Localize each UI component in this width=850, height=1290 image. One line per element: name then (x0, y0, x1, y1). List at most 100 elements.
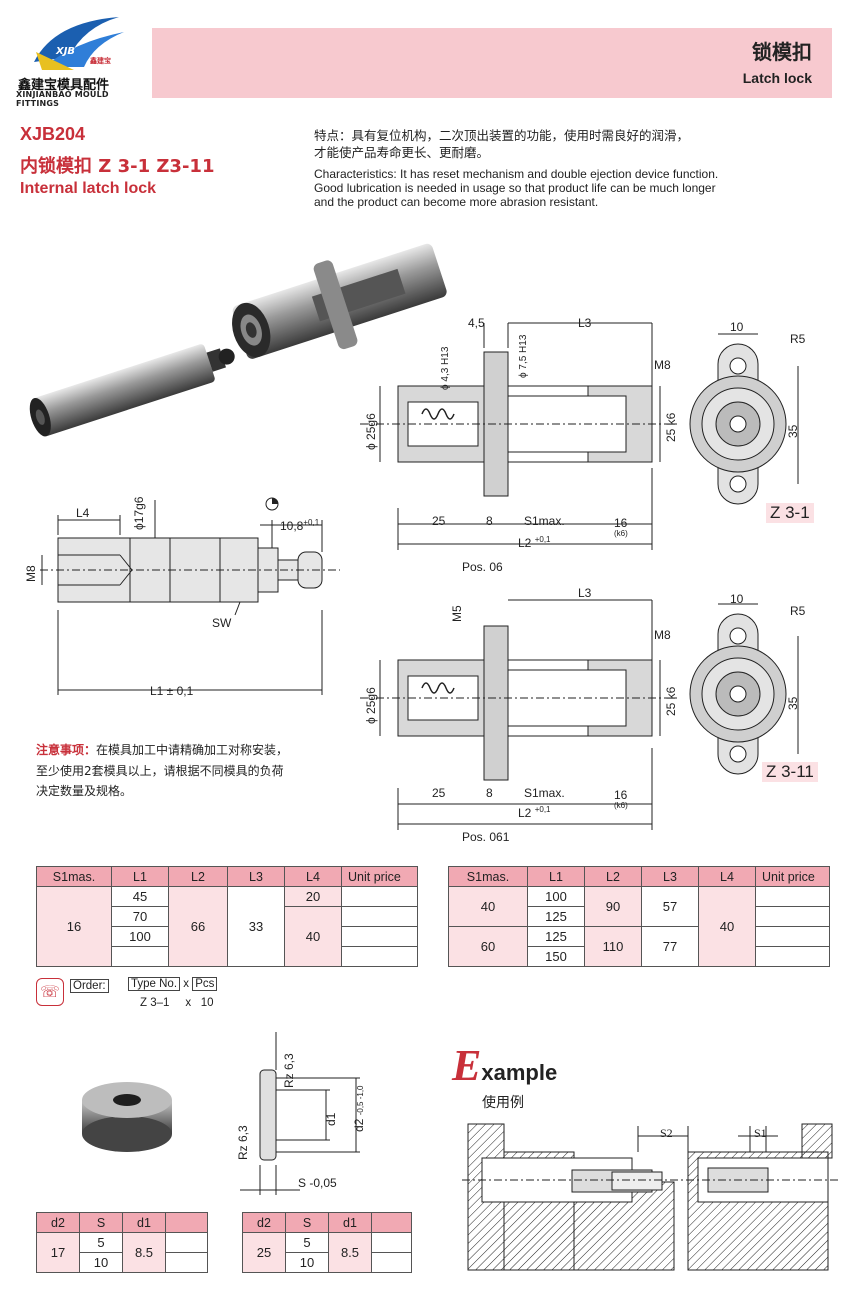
dim-25k6: 25 k6 (664, 412, 678, 442)
cell-s: 10 (79, 1252, 123, 1273)
features-cn-line2: 才能使产品寿命更长、更耐磨。 (314, 145, 490, 160)
label-pos061: Pos. 061 (462, 830, 510, 844)
spec-table-2: S1mas. L1 L2 L3 L4 Unit price 40 100 90 … (448, 866, 830, 967)
cell-price (371, 1252, 412, 1273)
page-title-cn: 锁模扣 (752, 40, 812, 64)
dim-l2-2: L2 +0,1 (518, 805, 551, 820)
th-l2: L2 (168, 866, 228, 887)
cell-l1: 45 (111, 886, 169, 907)
dim-r5: R5 (790, 332, 806, 346)
end-view-z311 (689, 603, 799, 775)
example-title: Example (452, 1041, 558, 1090)
th-l4: L4 (698, 866, 756, 887)
dim-l3-bottom: L3 (578, 586, 592, 600)
th-d1: d1 (122, 1212, 166, 1233)
phone-icon: ☏ (36, 978, 64, 1006)
cell-price (341, 946, 418, 967)
features-en-line1: Characteristics: It has reset mechanism … (314, 167, 719, 181)
dim-l3-top: L3 (578, 316, 592, 330)
th-unit-price: Unit price (755, 866, 830, 887)
cell-s: 5 (285, 1232, 329, 1253)
cell-d2: 25 (242, 1232, 286, 1273)
cell-price (755, 926, 830, 947)
product-photo (29, 243, 447, 437)
cell-price (755, 906, 830, 927)
features-cn-line1: 特点：具有复位机构，二次顶出装置的功能，使用时需良好的润滑， (314, 128, 690, 143)
dim-16: 16 (614, 516, 628, 530)
dim-10-8: 10,8+0,1 (280, 518, 320, 533)
page-title-en: Latch lock (742, 70, 812, 86)
spec-table-4: d2 S d1 25 5 8.5 10 (242, 1212, 412, 1273)
dim-m8: M8 (24, 565, 38, 582)
th-l2: L2 (584, 866, 642, 887)
dim-s1max-2: S1max. (524, 786, 565, 800)
dim-m8-section: M8 (654, 358, 671, 372)
cell-l1 (111, 946, 169, 967)
spec-table-3: d2 S d1 17 5 8.5 10 (36, 1212, 208, 1273)
order-example: Z 3–1 x 10 (140, 997, 214, 1009)
header-band: 锁模扣 Latch lock (152, 28, 832, 98)
th-unit-price: Unit price (341, 866, 418, 887)
cell-price (755, 886, 830, 907)
dim-phi25: ϕ 25g6 (364, 413, 378, 450)
product-code: XJB204 (20, 124, 86, 144)
th-s: S (285, 1212, 329, 1233)
company-name-cn: 鑫建宝模具配件 (18, 78, 110, 93)
dim-phi7-5: ϕ 7,5 H13 (518, 334, 529, 378)
cell-s1: 60 (448, 926, 528, 967)
cell-l4: 20 (284, 886, 342, 907)
washer-rz-side: Rz 6,3 (236, 1125, 250, 1160)
company-name-en: XINJIANBAO MOULD FITTINGS (16, 90, 109, 108)
end-view-z31 (689, 333, 799, 505)
washer-rz-top: Rz 6,3 (282, 1053, 296, 1088)
dim-phi4-3: ϕ 4,3 H13 (440, 346, 451, 390)
cell-s1: 16 (36, 886, 112, 967)
dim-8: 8 (486, 514, 493, 528)
label-pos06: Pos. 06 (462, 560, 503, 574)
th-d1: d1 (328, 1212, 372, 1233)
dim-25: 25 (432, 514, 446, 528)
dim-8-2: 8 (486, 786, 493, 800)
cell-s: 5 (79, 1232, 123, 1253)
dim-4-5: 4,5 (468, 316, 485, 330)
th-blank (371, 1212, 412, 1233)
th-l3: L3 (227, 866, 285, 887)
cell-l2: 110 (584, 926, 642, 967)
th-l3: L3 (641, 866, 699, 887)
label-z3-11: Z 3-11 (762, 762, 818, 782)
dim-phi25-2: ϕ 25g6 (364, 687, 378, 724)
example-s1: S1 (754, 1126, 767, 1140)
order-type-label: Type No. x Pcs (128, 977, 218, 991)
dim-25-2: 25 (432, 786, 446, 800)
cell-l3: 33 (227, 886, 285, 967)
th-l4: L4 (284, 866, 342, 887)
dim-l1: L1 ± 0,1 (150, 684, 194, 698)
cell-l4: 40 (698, 886, 756, 967)
cell-l1: 70 (111, 906, 169, 927)
dim-16-2: 16 (614, 788, 628, 802)
features-en-line3: and the product can become more abrasion… (314, 195, 599, 209)
cell-l4: 40 (284, 906, 342, 967)
cell-price (755, 946, 830, 967)
cell-s1: 40 (448, 886, 528, 927)
cell-l1: 125 (527, 906, 585, 927)
th-s1: S1mas. (36, 866, 112, 887)
cell-l1: 100 (111, 926, 169, 947)
dim-l2: L2 +0,1 (518, 535, 551, 550)
label-z3-1: Z 3-1 (766, 503, 814, 523)
th-blank (165, 1212, 208, 1233)
washer-drawing (240, 1032, 360, 1195)
spec-table-1: S1mas. L1 L2 L3 L4 Unit price 16 45 66 3… (36, 866, 418, 967)
product-name-cn: 内锁模扣 Z 3-1 Z3-11 (20, 156, 215, 177)
cell-price (371, 1232, 412, 1253)
cell-l3: 57 (641, 886, 699, 927)
section-drawing-z311 (360, 599, 680, 830)
logo-swoosh-icon (34, 17, 124, 70)
dim-phi17: ϕ17g6 (132, 496, 146, 530)
dim-25k6-2: 25 k6 (664, 686, 678, 716)
dim-l4: L4 (76, 506, 90, 520)
notice-line3: 决定数量及规格。 (36, 784, 133, 798)
cell-l2: 90 (584, 886, 642, 927)
th-s: S (79, 1212, 123, 1233)
dim-k6: (k6) (614, 529, 628, 538)
